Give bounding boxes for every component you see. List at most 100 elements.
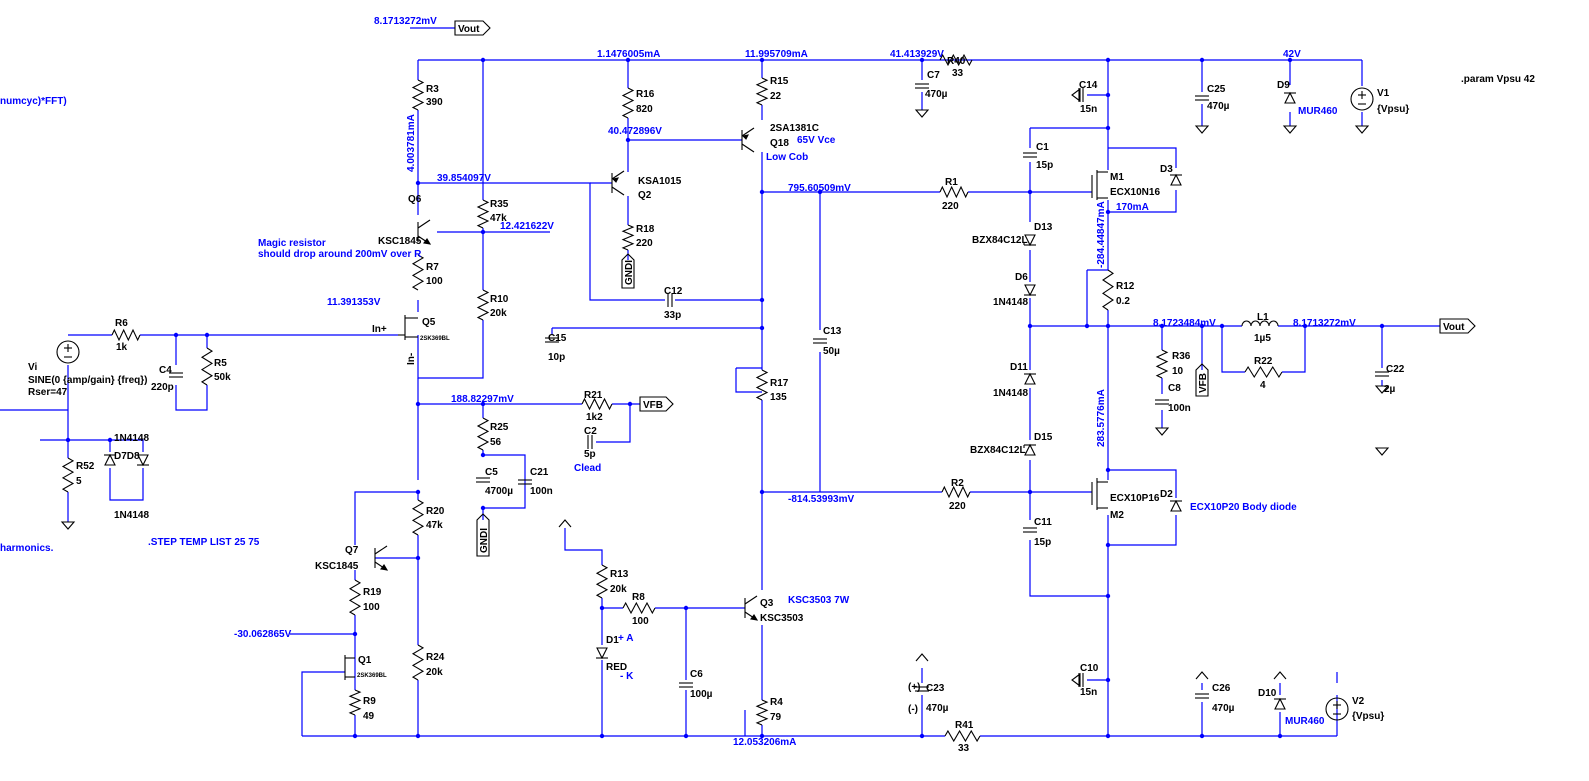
text-components-D13-name: D13 [1034, 222, 1053, 233]
text-components-R18-value: 220 [636, 238, 653, 249]
text-components-R36-name: R36 [1172, 351, 1191, 362]
text-components-R9-value: 49 [363, 711, 375, 722]
capacitor-C8 [1155, 399, 1169, 405]
junction-dot [1105, 593, 1111, 599]
text-components-D3-name: D3 [1160, 164, 1173, 175]
junction-dot [1302, 323, 1308, 329]
text-components-C12-value: 33p [664, 310, 681, 321]
text-components-R16-name: R16 [636, 89, 655, 100]
wire [175, 385, 208, 411]
junction-dot [204, 332, 210, 338]
bjt-Q6 [417, 219, 432, 245]
junction-dot [480, 401, 486, 407]
diode-D3 [1170, 173, 1182, 186]
resistor-R17 [755, 369, 769, 401]
junction-dot [1105, 57, 1111, 63]
mosfet-M1 [1091, 170, 1108, 200]
text-components-D13-model: BZX84C12L [972, 235, 1028, 246]
text-components-C10-name: C10 [1080, 663, 1099, 674]
rail-C23 [915, 653, 929, 662]
capacitor-C12 [667, 293, 673, 307]
text-components-R17-value: 135 [770, 392, 787, 403]
text-components-D2-name: D2 [1160, 489, 1173, 500]
capacitor-C23 [915, 686, 929, 692]
junction-dot [759, 489, 765, 495]
text-directives-fft: numcyc)*FFT) [0, 96, 67, 107]
text-components-R22-name: R22 [1254, 356, 1273, 367]
text-annotations-q18_vce: 65V Vce [797, 135, 836, 146]
text-annotations-in_plus: In+ [372, 324, 387, 335]
text-components-R15-name: R15 [770, 76, 789, 87]
capacitor-C6 [679, 682, 693, 688]
inductor-L1 [1241, 320, 1279, 327]
text-components-M2-model: ECX10P16 [1110, 493, 1160, 504]
text-components-R5-value: 50k [214, 372, 231, 383]
resistor-R1 [939, 185, 969, 199]
net-flag-vout-top-label: Vout [458, 24, 480, 35]
text-components-C6-value: 100µ [690, 689, 713, 700]
junction-dot [1277, 733, 1283, 739]
net-flag-vout-right-label: Vout [1443, 322, 1465, 333]
ground-C25 [1194, 125, 1210, 134]
text-probes-m1_current: 170mA [1116, 202, 1149, 213]
voltage-source-Vi [56, 340, 80, 364]
text-components-Q3-name: Q3 [760, 598, 774, 609]
wire [1282, 326, 1306, 373]
text-components-C13-name: C13 [823, 326, 842, 337]
rail-D10 [1273, 671, 1287, 680]
text-components-R25-value: 56 [490, 437, 502, 448]
text-components-C25-name: C25 [1207, 84, 1226, 95]
net-flag-vout-right [1439, 318, 1476, 334]
junction-dot [759, 57, 765, 63]
junction-dot [415, 733, 421, 739]
resistor-R40 [939, 53, 973, 67]
resistor-R24 [411, 644, 425, 681]
net-flag-gndi-c5 [476, 513, 490, 557]
text-components-L1-value: 1µ5 [1254, 333, 1271, 344]
text-annotations-c23_minus: (-) [908, 704, 918, 715]
text-directives-harmonics: harmonics. [0, 543, 54, 554]
text-components-R24-name: R24 [426, 652, 445, 663]
text-components-Q18-model: 2SA1381C [770, 123, 819, 134]
junction-dot [625, 57, 631, 63]
text-components-C11-value: 15p [1034, 537, 1051, 548]
jfet-Q1 [344, 655, 355, 680]
junction-dot [683, 605, 689, 611]
junction-dot [1084, 323, 1090, 329]
net-flag-vfb [639, 396, 674, 412]
wire [1221, 326, 1245, 373]
net-flag-vfb-vertical-label: VFB [1198, 373, 1209, 393]
text-probes-q6_emitter_node: 12.421622V [500, 221, 554, 232]
text-probes-m1-drain-current: -284.44847mA [1096, 201, 1107, 268]
text-components-R4-value: 79 [770, 712, 782, 723]
text-directives-param: .param Vpsu 42 [1461, 74, 1535, 85]
text-components-R52-name: R52 [76, 461, 95, 472]
voltage-source-V2 [1325, 697, 1349, 721]
wire [417, 320, 484, 379]
wire [1029, 540, 1108, 597]
text-components-M1-name: M1 [1110, 172, 1124, 183]
text-annotations-d2_note: ECX10P20 Body diode [1190, 502, 1297, 513]
junction-dot [599, 733, 605, 739]
text-components-Q6-name: Q6 [408, 194, 422, 205]
text-components-C2-name: C2 [584, 426, 597, 437]
capacitor-C2 [587, 435, 593, 449]
text-components-R20-name: R20 [426, 506, 445, 517]
text-probes-out_node: 8.1723484mV [1153, 318, 1216, 329]
wire [109, 468, 144, 501]
junction-dot [817, 189, 823, 195]
text-probes-q2_base: 39.854097V [437, 173, 491, 184]
text-components-R5-name: R5 [214, 358, 227, 369]
text-components-D1-name: D1 [606, 635, 619, 646]
junction-dot [480, 229, 486, 235]
capacitor-C22 [1375, 371, 1389, 377]
wire [354, 491, 418, 545]
resistor-R41 [944, 729, 981, 743]
junction-dot [352, 733, 358, 739]
junction-dot [1105, 323, 1111, 329]
jfet-Q5 [398, 315, 418, 340]
net-flag-gndi-c5-label: GNDI [479, 528, 490, 553]
diode-D8 [137, 454, 149, 467]
junction-dot [107, 437, 113, 443]
